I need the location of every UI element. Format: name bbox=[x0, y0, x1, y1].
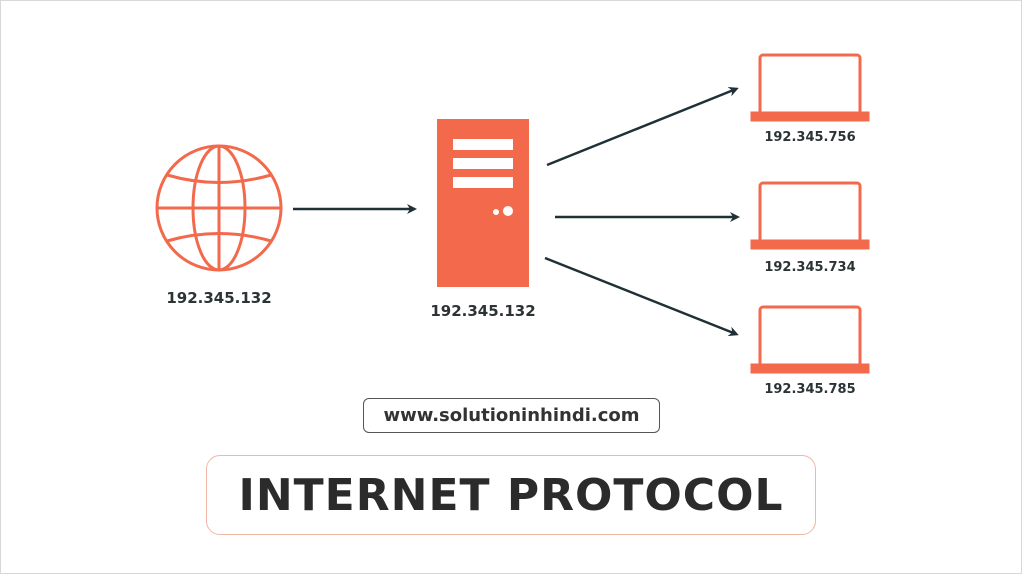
laptop-icon bbox=[750, 305, 870, 374]
globe-icon bbox=[155, 144, 283, 272]
website-url: www.solutioninhindi.com bbox=[363, 398, 660, 433]
laptop-icon bbox=[750, 181, 870, 250]
arrow-server-to-laptop-1 bbox=[546, 86, 739, 167]
laptop-3-ip-label: 192.345.785 bbox=[764, 382, 856, 397]
laptop-icon bbox=[750, 53, 870, 122]
server-ip-label: 192.345.132 bbox=[430, 302, 536, 320]
server-icon bbox=[437, 119, 529, 287]
page-title: INTERNET PROTOCOL bbox=[206, 455, 816, 535]
laptop-1-ip-label: 192.345.756 bbox=[764, 130, 856, 145]
globe-ip-label: 192.345.132 bbox=[166, 289, 272, 307]
laptop-2-ip-label: 192.345.734 bbox=[764, 260, 856, 275]
arrow-server-to-laptop-3 bbox=[544, 256, 739, 337]
